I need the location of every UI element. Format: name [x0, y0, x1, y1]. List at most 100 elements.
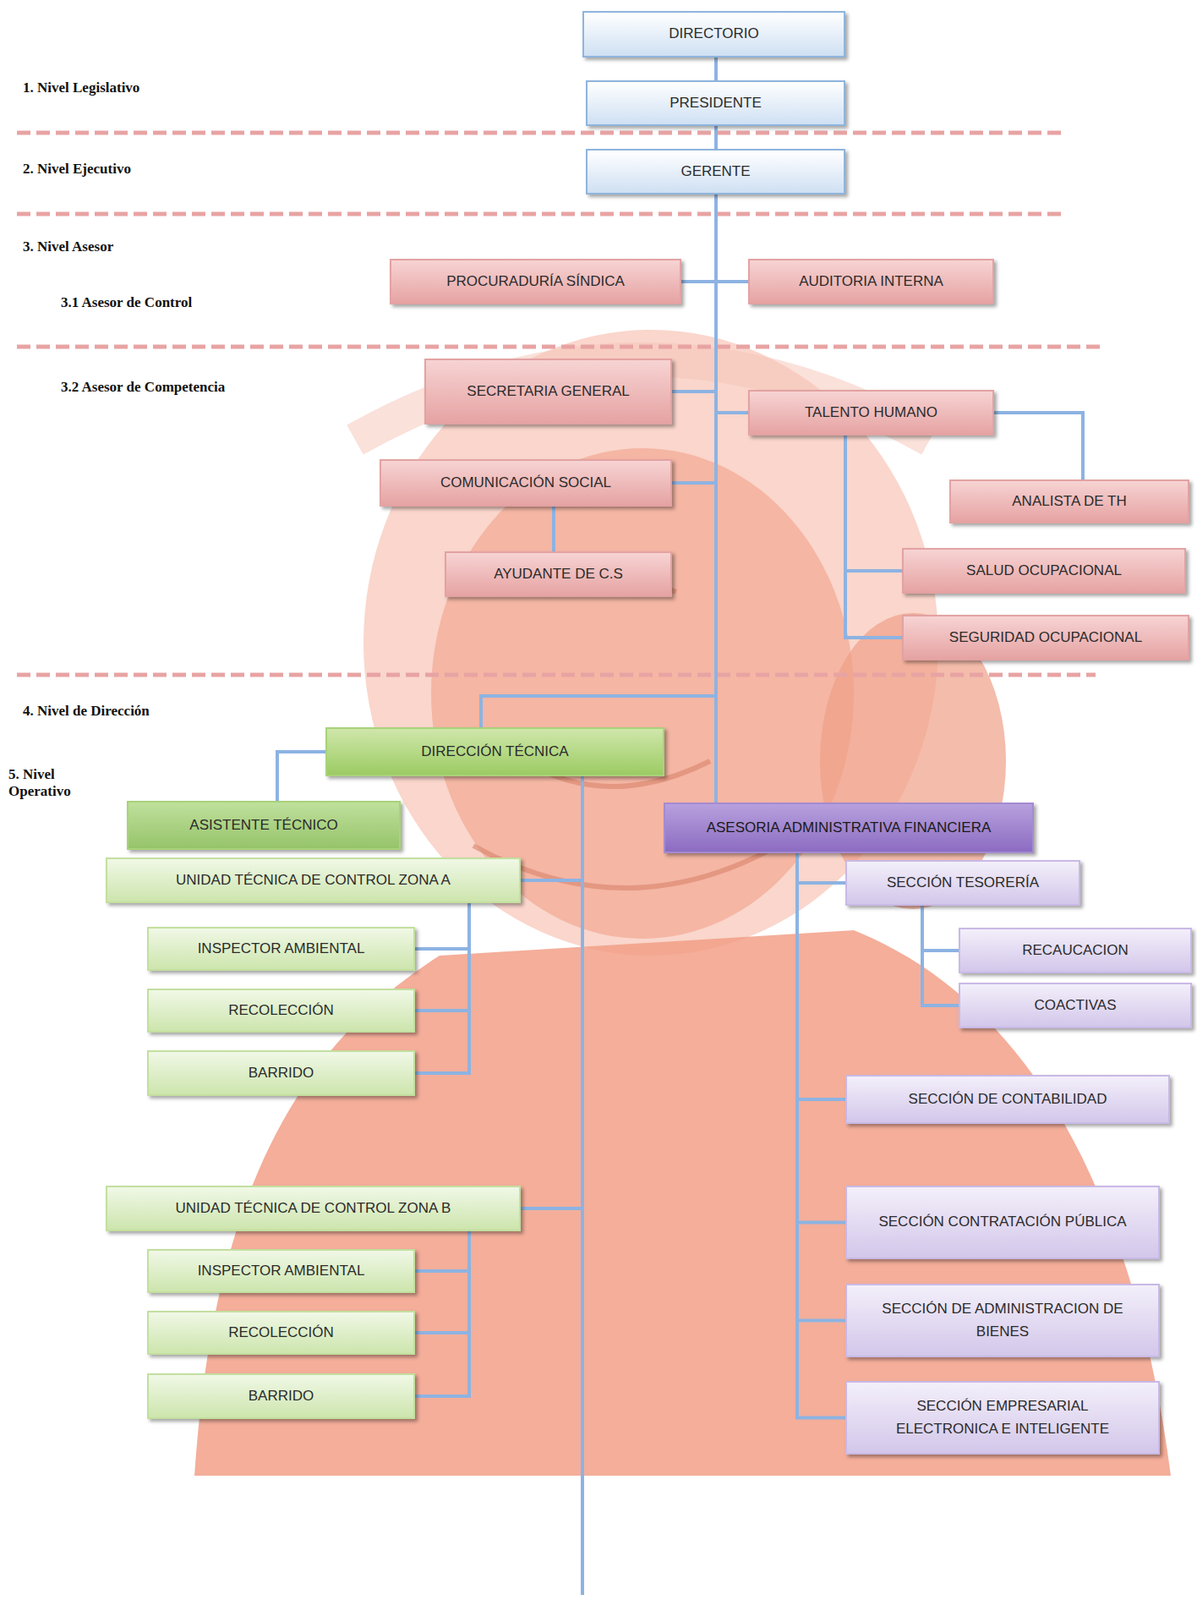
org-connector [714, 57, 718, 81]
org-box: SEGURIDAD OCUPACIONAL [901, 614, 1190, 661]
org-connector [415, 1230, 470, 1333]
box-content: SECCIÓN TESORERÍA [886, 871, 1039, 894]
box-content: INSPECTOR AMBIENTAL [197, 1259, 366, 1282]
org-connector [672, 194, 717, 483]
box-label: COACTIVAS [1034, 994, 1117, 1017]
box-content: UNIDAD TÉCNICA DE CONTROL ZONA A [175, 869, 451, 891]
org-connector [277, 751, 326, 801]
org-box: RECAUCACION [958, 927, 1192, 973]
org-connector [415, 902, 470, 949]
org-box: BARRIDO [147, 1049, 416, 1096]
org-box: GERENTE [585, 148, 846, 195]
org-connector [520, 776, 583, 880]
org-connector [797, 852, 846, 1099]
org-box: SECRETARIA GENERAL [424, 358, 673, 425]
box-content: RECOLECCIÓN [228, 999, 334, 1022]
org-box: SECCIÓN DE ADMINISTRACION DE BIENES [845, 1283, 1160, 1357]
box-content: ANALISTA DE TH [1011, 490, 1126, 513]
box-label: PROCURADURÍA SÍNDICA [446, 270, 625, 293]
org-connector [797, 852, 846, 883]
box-label: SEGURIDAD OCUPACIONAL [949, 626, 1143, 649]
org-box: INSPECTOR AMBIENTAL [147, 1248, 416, 1293]
level-label: 4. Nivel de Dirección [22, 702, 277, 720]
box-label: GERENTE [680, 160, 750, 183]
org-box: INSPECTOR AMBIENTAL [147, 926, 416, 971]
box-label: AUDITORIA INTERNA [798, 270, 944, 293]
level-label: 1. Nivel Legislativo [22, 79, 277, 97]
box-content: RECAUCACION [1022, 939, 1129, 962]
org-box: RECOLECCIÓN [147, 1310, 416, 1355]
org-connector [714, 125, 718, 149]
org-box: TALENTO HUMANO [748, 389, 995, 436]
box-label: INSPECTOR AMBIENTAL [197, 937, 366, 960]
box-content: ASISTENTE TÉCNICO [189, 814, 338, 837]
org-box: RECOLECCIÓN [147, 988, 416, 1033]
box-content: ASESORIA ADMINISTRATIVA FINANCIERA [706, 816, 992, 839]
box-label: ASESORIA ADMINISTRATIVA FINANCIERA [706, 816, 992, 839]
org-box: UNIDAD TÉCNICA DE CONTROL ZONA B [105, 1185, 521, 1231]
box-label: SECCIÓN DE ADMINISTRACION DE BIENES [867, 1297, 1138, 1343]
org-connector [415, 1230, 470, 1271]
level-label: 3. Nivel Asesor [22, 238, 277, 256]
box-label: RECOLECCIÓN [228, 1321, 334, 1344]
org-box: COACTIVAS [958, 982, 1192, 1028]
box-label: ANALISTA DE TH [1011, 490, 1126, 513]
box-content: SECCIÓN DE CONTABILIDAD [908, 1087, 1108, 1110]
level-label: 2. Nivel Ejecutivo [22, 160, 277, 178]
box-label: PRESIDENTE [669, 92, 762, 115]
org-connector [716, 194, 749, 282]
box-content: PRESIDENTE [669, 92, 762, 115]
box-label: COMUNICACIÓN SOCIAL [440, 471, 612, 494]
box-label: DIRECTORIO [668, 22, 759, 45]
box-label: DIRECCIÓN TÉCNICA [420, 740, 569, 763]
org-box: ANALISTA DE TH [949, 479, 1190, 524]
org-connector [714, 194, 718, 803]
box-content: COACTIVAS [1034, 994, 1117, 1017]
level-label: 3.1 Asesor de Control [60, 294, 315, 312]
box-content: INSPECTOR AMBIENTAL [197, 937, 366, 960]
box-content: UNIDAD TÉCNICA DE CONTROL ZONA B [175, 1197, 452, 1219]
org-connector [681, 194, 717, 282]
org-connector [520, 776, 583, 1208]
box-label: SECCIÓN CONTRATACIÓN PÚBLICA [878, 1210, 1126, 1233]
org-connector [415, 902, 470, 1073]
org-box: UNIDAD TÉCNICA DE CONTROL ZONA A [105, 857, 521, 903]
org-box: PROCURADURÍA SÍNDICA [389, 258, 682, 305]
box-content: AYUDANTE DE C.S [493, 562, 624, 585]
org-connector [415, 902, 470, 1011]
box-content: DIRECCIÓN TÉCNICA [420, 740, 569, 763]
box-label: SECCIÓN EMPRESARIAL ELECTRONICA E INTELI… [867, 1394, 1138, 1440]
box-content: SECCIÓN DE ADMINISTRACION DE BIENES [867, 1297, 1138, 1343]
box-label: AYUDANTE DE C.S [493, 562, 624, 585]
box-content: TALENTO HUMANO [804, 401, 938, 424]
org-box: PRESIDENTE [585, 80, 846, 126]
org-box: SECCIÓN DE CONTABILIDAD [845, 1074, 1170, 1124]
box-label: RECAUCACION [1022, 939, 1129, 962]
org-connector [415, 1230, 470, 1396]
org-box: COMUNICACIÓN SOCIAL [379, 459, 673, 507]
org-connector [716, 194, 749, 413]
org-box: DIRECTORIO [582, 10, 846, 58]
org-connector [797, 852, 846, 1418]
box-content: BARRIDO [248, 1061, 314, 1084]
box-content: SECCIÓN EMPRESARIAL ELECTRONICA E INTELI… [867, 1394, 1138, 1440]
org-box: SECCIÓN CONTRATACIÓN PÚBLICA [845, 1185, 1160, 1259]
org-box: SECCIÓN TESORERÍA [845, 859, 1081, 906]
box-content: SEGURIDAD OCUPACIONAL [949, 626, 1143, 649]
org-connector [922, 905, 959, 951]
box-label: ASISTENTE TÉCNICO [189, 814, 338, 837]
box-content: COMUNICACIÓN SOCIAL [440, 471, 612, 494]
box-content: DIRECTORIO [668, 22, 759, 45]
org-connector [845, 435, 902, 571]
box-label: SECCIÓN DE CONTABILIDAD [908, 1087, 1108, 1110]
org-connector [845, 435, 902, 638]
box-content: GERENTE [680, 160, 750, 183]
org-box: ASESORIA ADMINISTRATIVA FINANCIERA [663, 802, 1034, 853]
org-box: DIRECCIÓN TÉCNICA [325, 726, 665, 777]
box-label: RECOLECCIÓN [228, 999, 334, 1022]
box-label: SALUD OCUPACIONAL [966, 559, 1122, 582]
box-label: SECRETARIA GENERAL [466, 380, 629, 403]
